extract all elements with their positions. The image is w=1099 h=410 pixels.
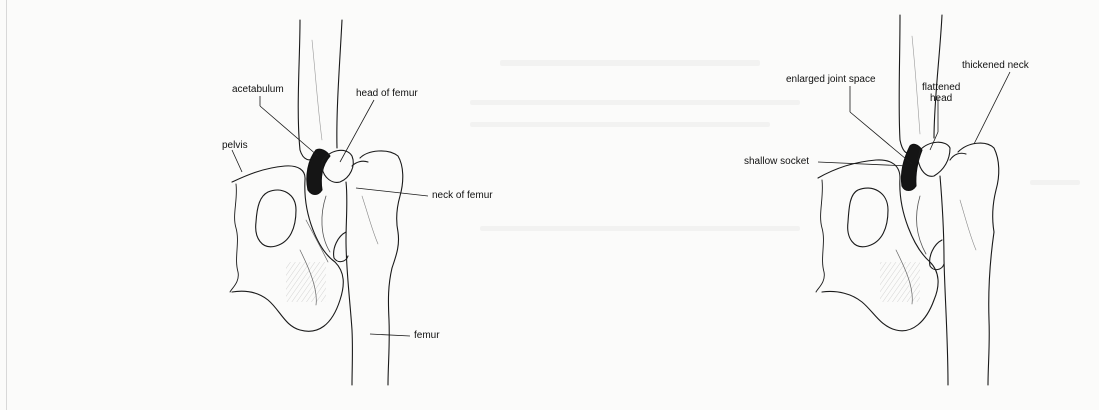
greater-trochanter xyxy=(958,143,999,232)
label-head-of-femur: head of femur xyxy=(356,88,418,100)
pelvis-outline xyxy=(232,166,343,331)
femur-shaft-right xyxy=(988,232,994,385)
femur-shaft-left xyxy=(346,182,352,385)
obturator-foramen xyxy=(256,190,296,247)
flattened-femoral-head xyxy=(918,142,950,176)
pelvis-outline xyxy=(818,160,938,331)
femur-shaft-right xyxy=(388,268,392,385)
pelvis-ilium-edge xyxy=(337,20,342,148)
lesser-trochanter xyxy=(930,240,944,270)
left-leader-lines xyxy=(232,96,428,336)
femur-shaft-left xyxy=(940,176,948,385)
pelvis-ilium xyxy=(899,15,912,153)
label-shallow-socket: shallow socket xyxy=(744,156,809,168)
label-femur: femur xyxy=(414,330,440,342)
femoral-head xyxy=(322,150,353,182)
label-enlarged-joint-space: enlarged joint space xyxy=(786,74,876,86)
label-flattened-head-line2: head xyxy=(930,93,952,105)
pelvis-ilium xyxy=(298,20,316,160)
label-thickened-neck: thickened neck xyxy=(962,60,1029,72)
normal-hip-drawing xyxy=(230,20,403,385)
label-acetabulum: acetabulum xyxy=(232,84,284,96)
label-pelvis: pelvis xyxy=(222,140,248,152)
obturator-foramen xyxy=(848,188,888,247)
label-neck-of-femur: neck of femur xyxy=(432,190,493,202)
